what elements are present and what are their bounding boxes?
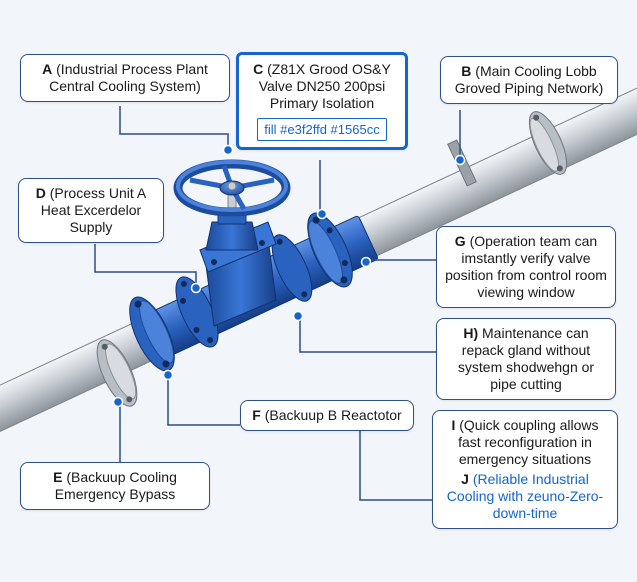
callout-h-letter: H) [463, 325, 479, 341]
callout-h: H) Maintenance can repack gland without … [436, 318, 616, 400]
callout-d: D (Process Unit A Heat Excerdelor Supply [18, 178, 164, 243]
callout-b-text: (Main Cooling Lobb Groved Piping Network… [454, 63, 604, 96]
callout-j-text: (Reliable Industrial Cooling with zeuno-… [446, 471, 604, 521]
callout-i-letter: I [451, 417, 456, 433]
callout-j-letter: J [461, 471, 469, 487]
callout-c-text: (Z81X Grood OS&Y Valve DN250 200psi Prim… [258, 61, 391, 111]
fill-label: fill #e3f2ffd #1565cc [257, 118, 387, 141]
callout-f: F (Backuup B Reactotor [240, 400, 414, 431]
callout-b: B (Main Cooling Lobb Groved Piping Netwo… [440, 56, 618, 104]
callout-d-text: (Process Unit A Heat Excerdelor Supply [40, 185, 147, 235]
gate-valve-icon [129, 183, 353, 372]
leader-lines [94, 106, 461, 501]
callout-g: G (Operation team can imstantly verify v… [436, 226, 616, 308]
callout-a-letter: A [42, 61, 53, 77]
callout-g-text: (Operation team can imstantly verify val… [445, 233, 607, 300]
callout-j: J (Reliable Industrial Cooling with zeun… [441, 471, 609, 522]
callout-i-j: I (Quick coupling allows fast reconfigur… [432, 410, 618, 529]
callout-d-letter: D [35, 185, 46, 201]
callout-g-letter: G [454, 233, 466, 249]
callout-h-text: Maintenance can repack gland without sys… [457, 325, 595, 392]
callout-e: E (Backuup Cooling Emergency Bypass [20, 462, 210, 510]
callout-c: C (Z81X Grood OS&Y Valve DN250 200psi Pr… [236, 52, 408, 150]
anchor-dots [112, 144, 466, 408]
callout-b-letter: B [461, 63, 472, 79]
callout-e-letter: E [53, 469, 63, 485]
callout-f-letter: F [252, 407, 261, 423]
handwheel-icon [173, 159, 291, 217]
callout-c-letter: C [253, 61, 264, 77]
callout-e-text: (Backuup Cooling Emergency Bypass [54, 469, 177, 502]
callout-a-text: (Industrial Process Plant Central Coolin… [49, 61, 208, 94]
callout-i: I (Quick coupling allows fast reconfigur… [441, 417, 609, 468]
callout-f-text: (Backuup B Reactotor [264, 407, 402, 423]
callout-i-text: (Quick coupling allows fast reconfigurat… [458, 417, 599, 467]
callout-a: A (Industrial Process Plant Central Cool… [20, 54, 230, 102]
